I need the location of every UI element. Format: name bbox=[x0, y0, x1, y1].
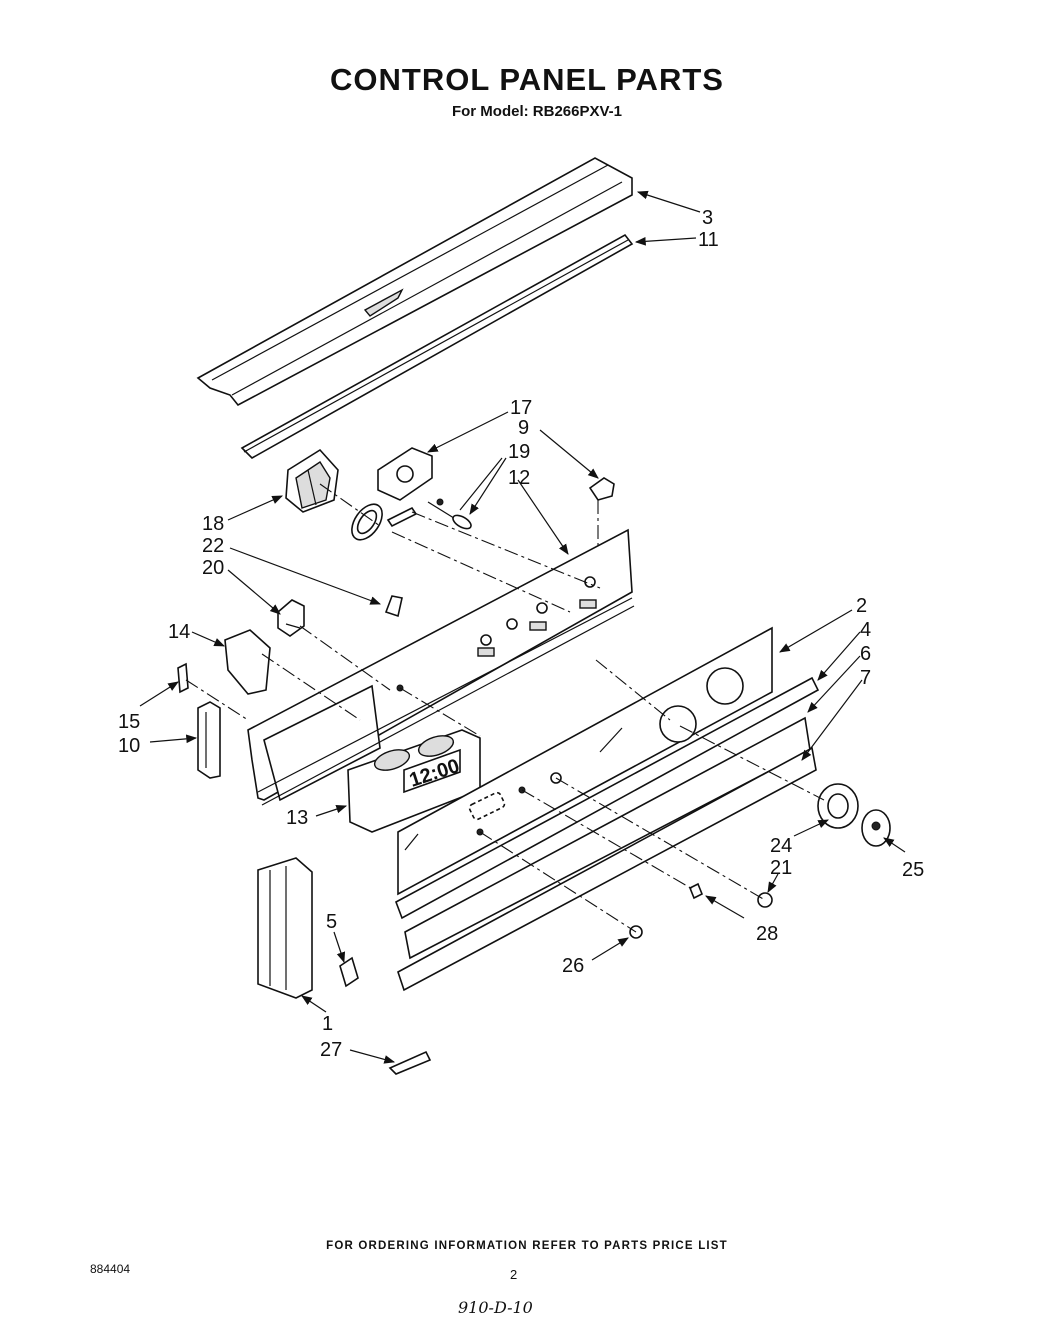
part-9-clip bbox=[588, 477, 615, 501]
part-22-bracket bbox=[384, 595, 403, 618]
callout-12: 12 bbox=[508, 467, 530, 489]
part-11-trim-strip bbox=[240, 233, 634, 459]
callout-6: 6 bbox=[860, 643, 871, 665]
callout-5: 5 bbox=[326, 911, 337, 933]
part-12-wire-harness bbox=[427, 498, 472, 530]
callout-13: 13 bbox=[286, 807, 308, 829]
callout-9: 9 bbox=[518, 417, 529, 439]
callout-11: 11 bbox=[698, 229, 719, 251]
callout-leaders bbox=[139, 190, 906, 1064]
part-3-top-trim bbox=[196, 157, 633, 407]
part-5-clip bbox=[339, 956, 359, 988]
callout-4: 4 bbox=[860, 619, 871, 641]
model-subtitle: For Model: RB266PXV-1 bbox=[451, 103, 623, 120]
part-4-trim bbox=[395, 676, 820, 920]
callout-24: 24 bbox=[770, 835, 792, 857]
part-25-knob bbox=[861, 809, 891, 847]
callout-7: 7 bbox=[860, 667, 871, 689]
callout-19: 19 bbox=[508, 441, 530, 463]
callout-22: 22 bbox=[202, 535, 224, 557]
part-1-end-cap bbox=[257, 857, 313, 999]
callout-14: 14 bbox=[168, 621, 190, 643]
document-number: 884404 bbox=[90, 1262, 131, 1276]
part-2-glass-panel bbox=[397, 626, 773, 896]
callout-28: 28 bbox=[756, 923, 778, 945]
page-title: CONTROL PANEL PARTS bbox=[330, 62, 724, 97]
callout-17: 17 bbox=[510, 397, 532, 419]
callout-10: 10 bbox=[118, 735, 140, 757]
ordering-note: FOR ORDERING INFORMATION REFER TO PARTS … bbox=[326, 1240, 728, 1252]
part-17-switch bbox=[377, 447, 433, 501]
part-14-cover bbox=[224, 629, 271, 695]
part-19-ring-gasket bbox=[351, 503, 418, 541]
part-15-tab bbox=[177, 662, 189, 694]
callout-27: 27 bbox=[320, 1039, 342, 1061]
handwritten-note: 910-D-10 bbox=[458, 1298, 533, 1317]
callout-labels: 3 11 17 9 19 12 18 22 20 14 15 10 13 2 4… bbox=[118, 207, 924, 1061]
part-28-spacer bbox=[688, 882, 704, 900]
callout-21: 21 bbox=[770, 857, 792, 879]
part-18-relay-block bbox=[285, 448, 339, 513]
callout-2: 2 bbox=[856, 595, 867, 617]
callout-25: 25 bbox=[902, 859, 924, 881]
callout-26: 26 bbox=[562, 955, 584, 977]
callout-1: 1 bbox=[322, 1013, 333, 1035]
part-20-terminal bbox=[277, 599, 305, 637]
callout-15: 15 bbox=[118, 711, 140, 733]
assembly-center-lines bbox=[185, 483, 825, 933]
part-27-clip bbox=[388, 1050, 432, 1075]
part-7-trim bbox=[397, 746, 817, 992]
callout-18: 18 bbox=[202, 513, 224, 535]
callout-20: 20 bbox=[202, 557, 224, 579]
part-24-knob-bezel bbox=[817, 783, 859, 829]
callout-3: 3 bbox=[702, 207, 713, 229]
part-10-bracket bbox=[197, 701, 221, 779]
page-number: 2 bbox=[510, 1267, 518, 1282]
part-21-nut bbox=[757, 892, 773, 908]
